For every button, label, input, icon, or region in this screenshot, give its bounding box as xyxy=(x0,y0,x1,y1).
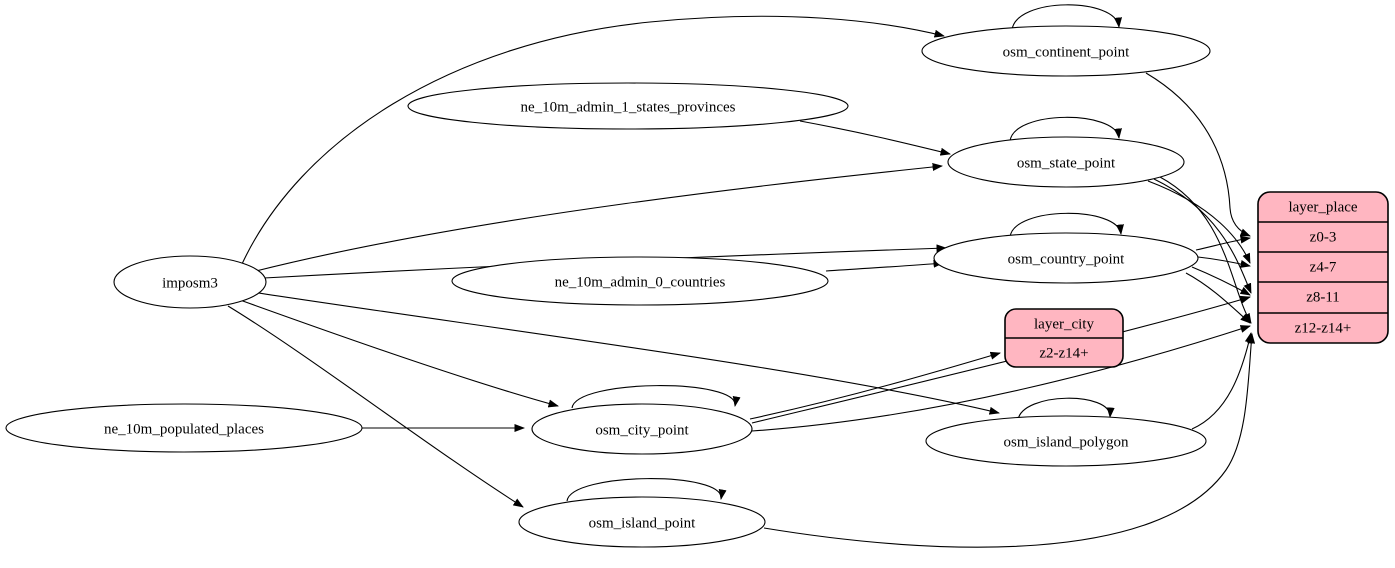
node-ne-10m-populated-places: ne_10m_populated_places xyxy=(5,403,363,453)
node-osm-island-point-label: osm_island_point xyxy=(589,515,697,531)
node-ne-states-shape xyxy=(407,82,849,130)
node-osm-state-point-shape xyxy=(947,136,1185,188)
record-layer-city: layer_city z2-z14+ xyxy=(1004,308,1124,368)
record-layer-place-row-z4-7: z4-7 xyxy=(1310,259,1337,275)
node-ne-places-label: ne_10m_populated_places xyxy=(104,421,264,437)
node-osm-city-point-label: osm_city_point xyxy=(595,422,689,438)
edge-osm-country-point-to-layer-place-z8-11 xyxy=(1191,266,1251,296)
node-osm-island-polygon: osm_island_polygon xyxy=(925,415,1207,467)
record-layer-place-row-z0-3: z0-3 xyxy=(1310,229,1337,245)
edge-ne-countries-to-osm-country-point xyxy=(825,259,944,272)
node-osm-island-polygon-shape xyxy=(925,415,1207,467)
node-ne-10m-admin-0-countries: ne_10m_admin_0_countries xyxy=(451,256,829,306)
self-loop-osm-island-polygon xyxy=(1017,397,1115,421)
node-ne-states-label: ne_10m_admin_1_states_provinces xyxy=(521,99,736,115)
node-osm-state-point-label: osm_state_point xyxy=(1017,155,1116,171)
node-osm-island-point: osm_island_point xyxy=(518,496,766,548)
node-imposm3: imposm3 xyxy=(113,255,267,309)
edge-osm-state-point-to-layer-place-z4-7 xyxy=(1147,180,1251,264)
node-ne-10m-admin-1-states-provinces: ne_10m_admin_1_states_provinces xyxy=(407,82,849,130)
node-osm-continent-point: osm_continent_point xyxy=(921,25,1211,77)
node-osm-country-point-label: osm_country_point xyxy=(1008,251,1125,267)
record-layer-city-row-z2-z14: z2-z14+ xyxy=(1039,345,1088,361)
edge-osm-country-point-to-layer-place-z12 xyxy=(1185,272,1251,324)
record-layer-place: layer_place z0-3 z4-7 z8-11 z12-z14+ xyxy=(1257,191,1389,344)
node-imposm3-label: imposm3 xyxy=(162,275,218,291)
node-osm-continent-point-shape xyxy=(921,25,1211,77)
node-osm-continent-point-label: osm_continent_point xyxy=(1003,44,1130,60)
edge-osm-country-point-to-layer-place-z0-3 xyxy=(1195,235,1251,251)
edge-osm-state-point-to-layer-place-z12 xyxy=(1159,176,1252,324)
edge-ne-states-to-osm-state-point xyxy=(799,120,951,156)
edge-osm-continent-point-to-layer-place-z0-3 xyxy=(1145,72,1251,237)
self-loop-osm-country-point xyxy=(1009,212,1124,238)
edge-imposm3-to-osm-island-point xyxy=(227,305,524,508)
edge-osm-city-point-to-layer-place-z8-11 xyxy=(751,295,1251,424)
self-loop-osm-island-point xyxy=(566,478,727,502)
edge-imposm3-to-osm-continent-point xyxy=(241,15,945,265)
edge-imposm3-to-osm-island-polygon xyxy=(251,291,1000,415)
record-layer-place-title: layer_place xyxy=(1288,199,1357,215)
self-loop-osm-city-point xyxy=(571,385,741,409)
node-osm-island-point-shape xyxy=(518,496,766,548)
edge-imposm3-to-osm-city-point xyxy=(239,299,559,408)
node-osm-city-point-shape xyxy=(531,403,753,455)
edge-osm-country-point-to-layer-place-z4-7 xyxy=(1197,256,1251,268)
node-osm-island-polygon-label: osm_island_polygon xyxy=(1003,434,1129,450)
node-ne-places-shape xyxy=(5,403,363,453)
record-layer-place-row-z12-z14: z12-z14+ xyxy=(1295,320,1352,336)
node-osm-city-point: osm_city_point xyxy=(531,403,753,455)
record-layer-place-box xyxy=(1257,191,1389,344)
node-ne-countries-label: ne_10m_admin_0_countries xyxy=(555,274,726,290)
node-osm-country-point-shape xyxy=(933,232,1199,284)
edge-osm-city-point-to-layer-city-z2 xyxy=(749,351,1001,420)
edge-osm-city-point-to-layer-place-z12 xyxy=(751,325,1251,432)
edge-osm-island-polygon-to-layer-place-z12 xyxy=(1191,332,1253,430)
edge-imposm3-to-osm-state-point xyxy=(255,163,943,272)
self-loop-osm-continent-point xyxy=(1011,4,1123,31)
self-loop-osm-state-point xyxy=(1009,116,1122,142)
node-osm-country-point: osm_country_point xyxy=(933,232,1199,284)
edge-osm-island-point-to-layer-place-z12 xyxy=(763,333,1256,548)
node-imposm3-shape xyxy=(113,255,267,309)
edge-osm-state-point-to-layer-place-z8-11 xyxy=(1153,178,1252,294)
node-ne-countries-shape xyxy=(451,256,829,306)
node-osm-state-point: osm_state_point xyxy=(947,136,1185,188)
record-layer-city-title: layer_city xyxy=(1034,316,1094,332)
record-layer-place-row-z8-11: z8-11 xyxy=(1306,289,1340,305)
